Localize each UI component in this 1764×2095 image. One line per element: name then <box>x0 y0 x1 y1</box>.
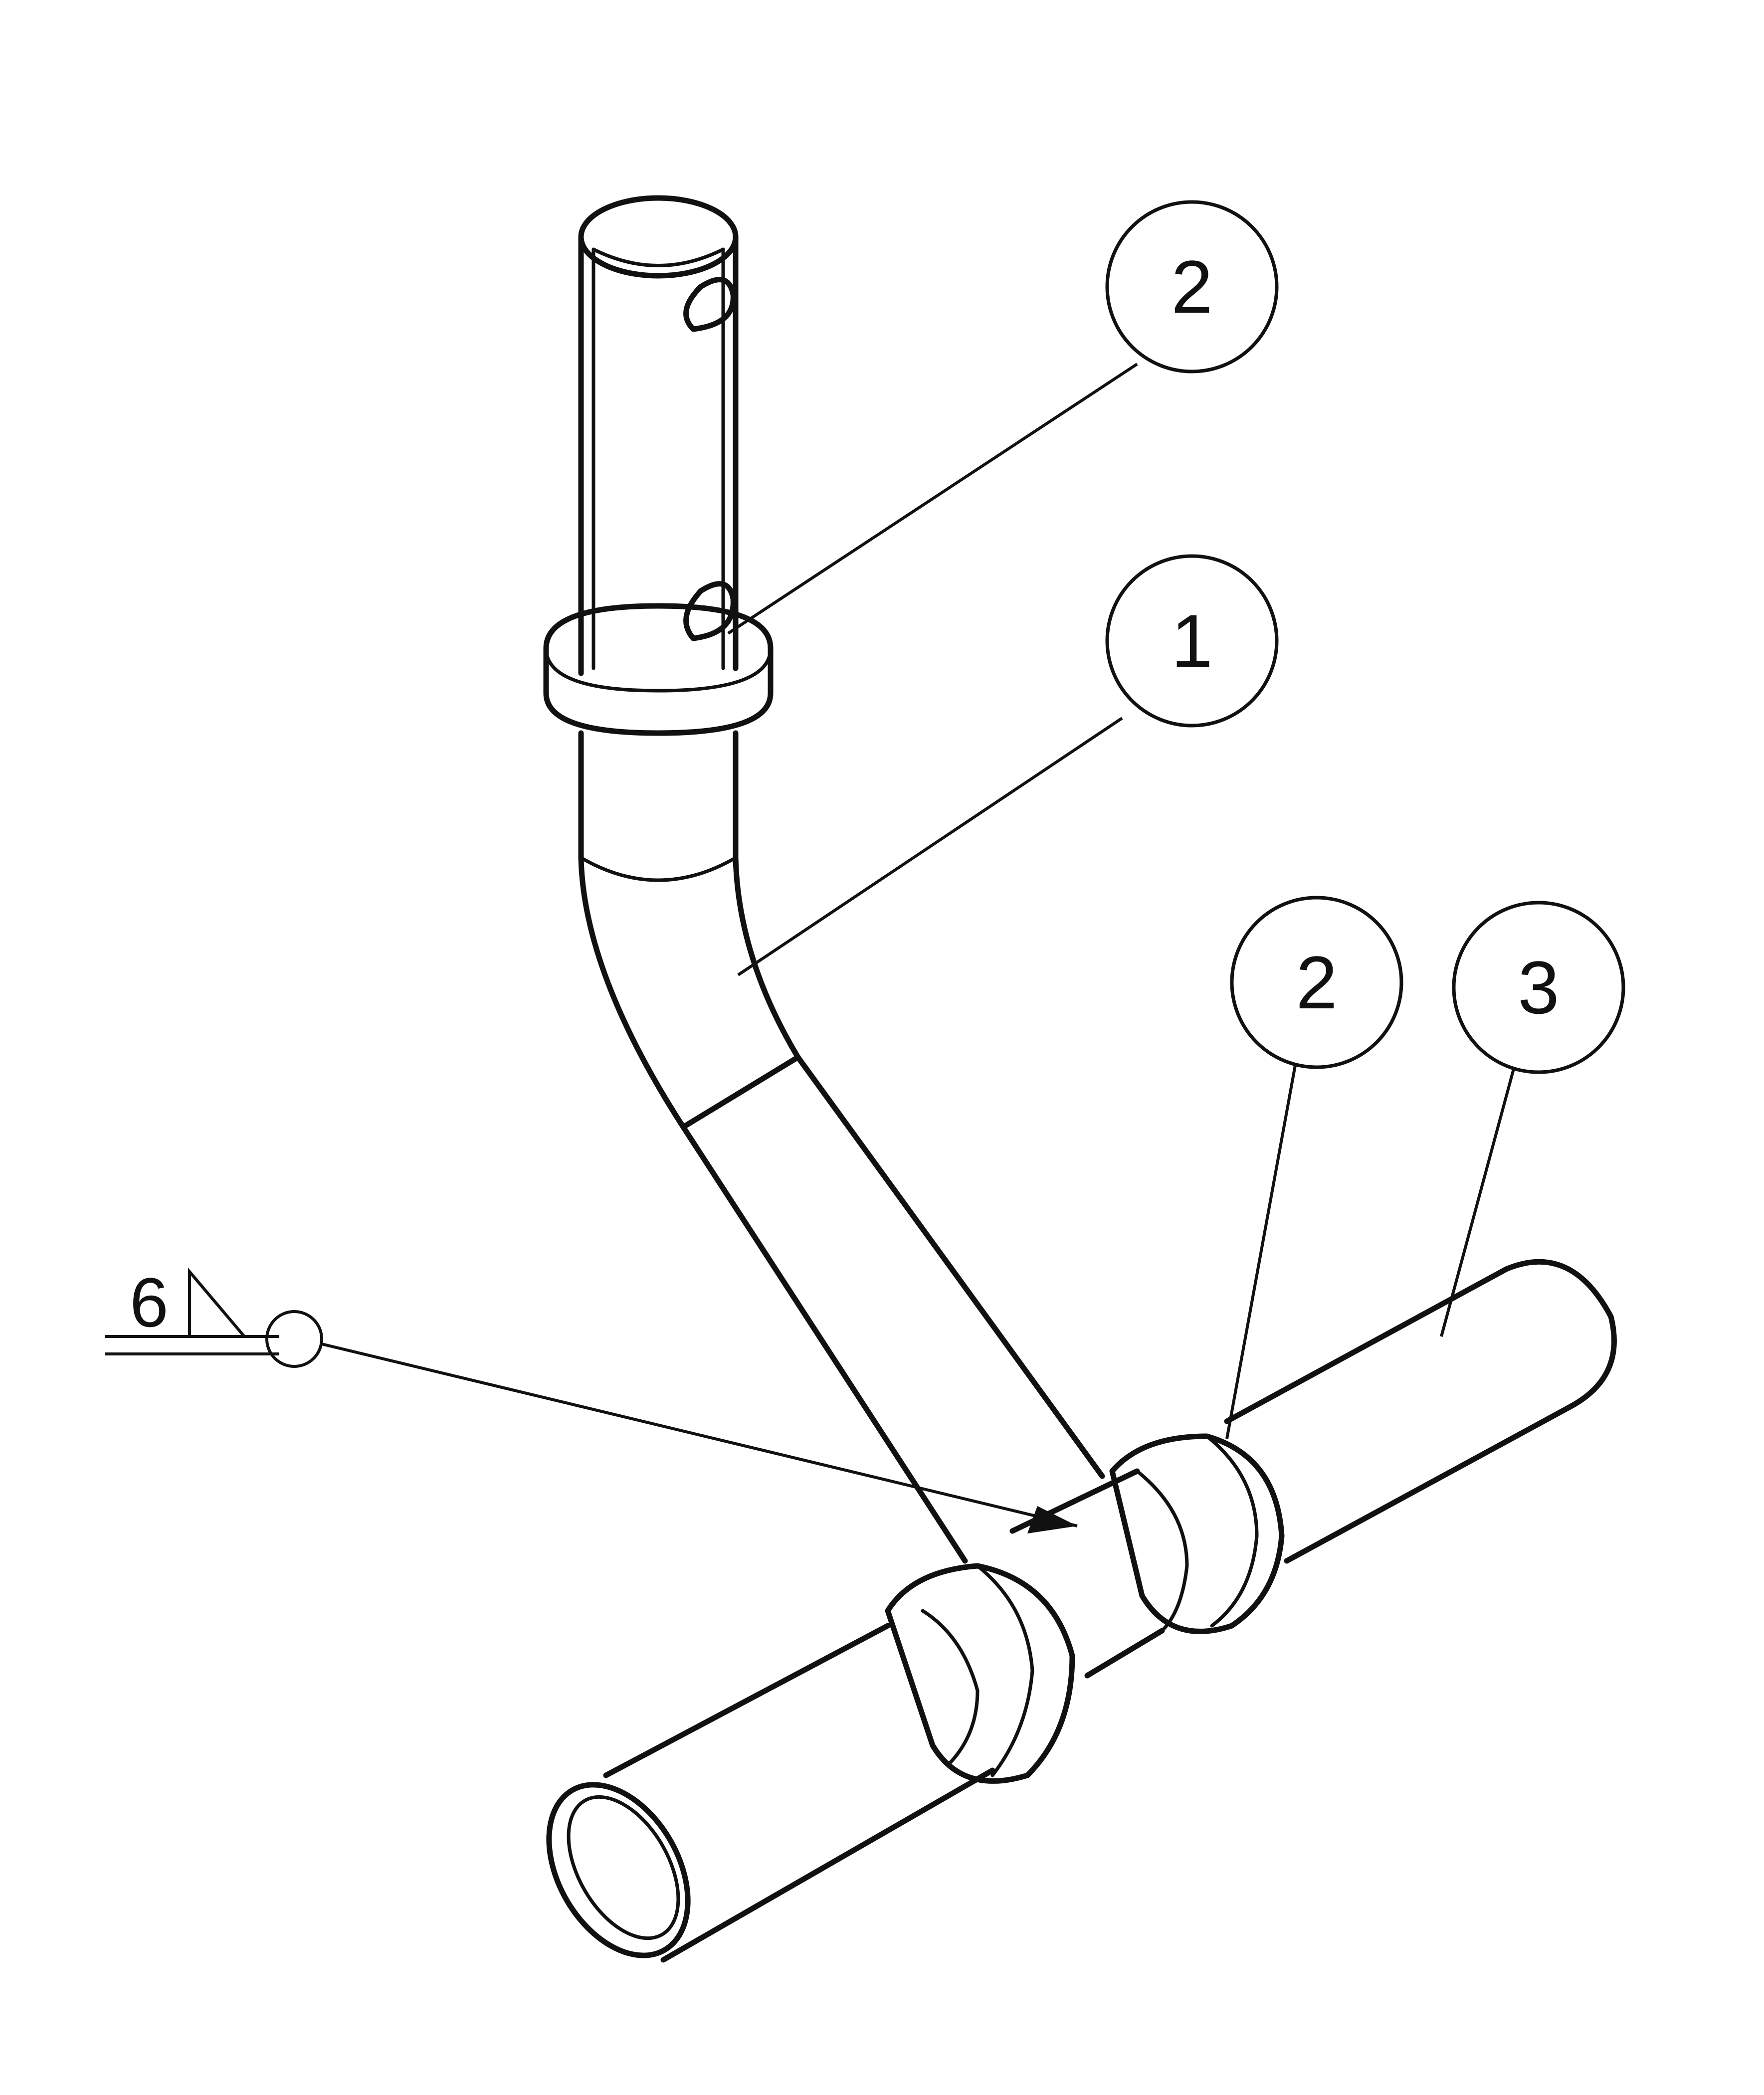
top-collar <box>543 603 774 736</box>
leader-shaft <box>1440 1059 1518 1337</box>
balloon-bend-label: 1 <box>1171 599 1212 683</box>
balloon-bend: 1 <box>1105 554 1279 728</box>
balloon-shaft: 3 <box>1452 901 1625 1074</box>
balloon-top-label: 2 <box>1171 245 1212 329</box>
weld-size-label: 6 <box>130 1263 169 1341</box>
weld-symbol: 6 <box>105 1263 1078 1533</box>
leader-bend <box>737 717 1123 976</box>
bottom-shaft <box>546 1259 1617 1963</box>
leader-top <box>727 363 1138 635</box>
top-pin <box>578 195 739 676</box>
balloon-top: 2 <box>1105 200 1279 374</box>
balloon-collar-right-label: 2 <box>1296 941 1337 1024</box>
balloon-collar-right: 2 <box>1230 896 1403 1069</box>
balloon-shaft-label: 3 <box>1518 946 1559 1029</box>
leader-collar-right <box>1225 1057 1298 1439</box>
weld-arrowhead <box>1027 1506 1077 1533</box>
bent-tube <box>578 730 1105 1564</box>
